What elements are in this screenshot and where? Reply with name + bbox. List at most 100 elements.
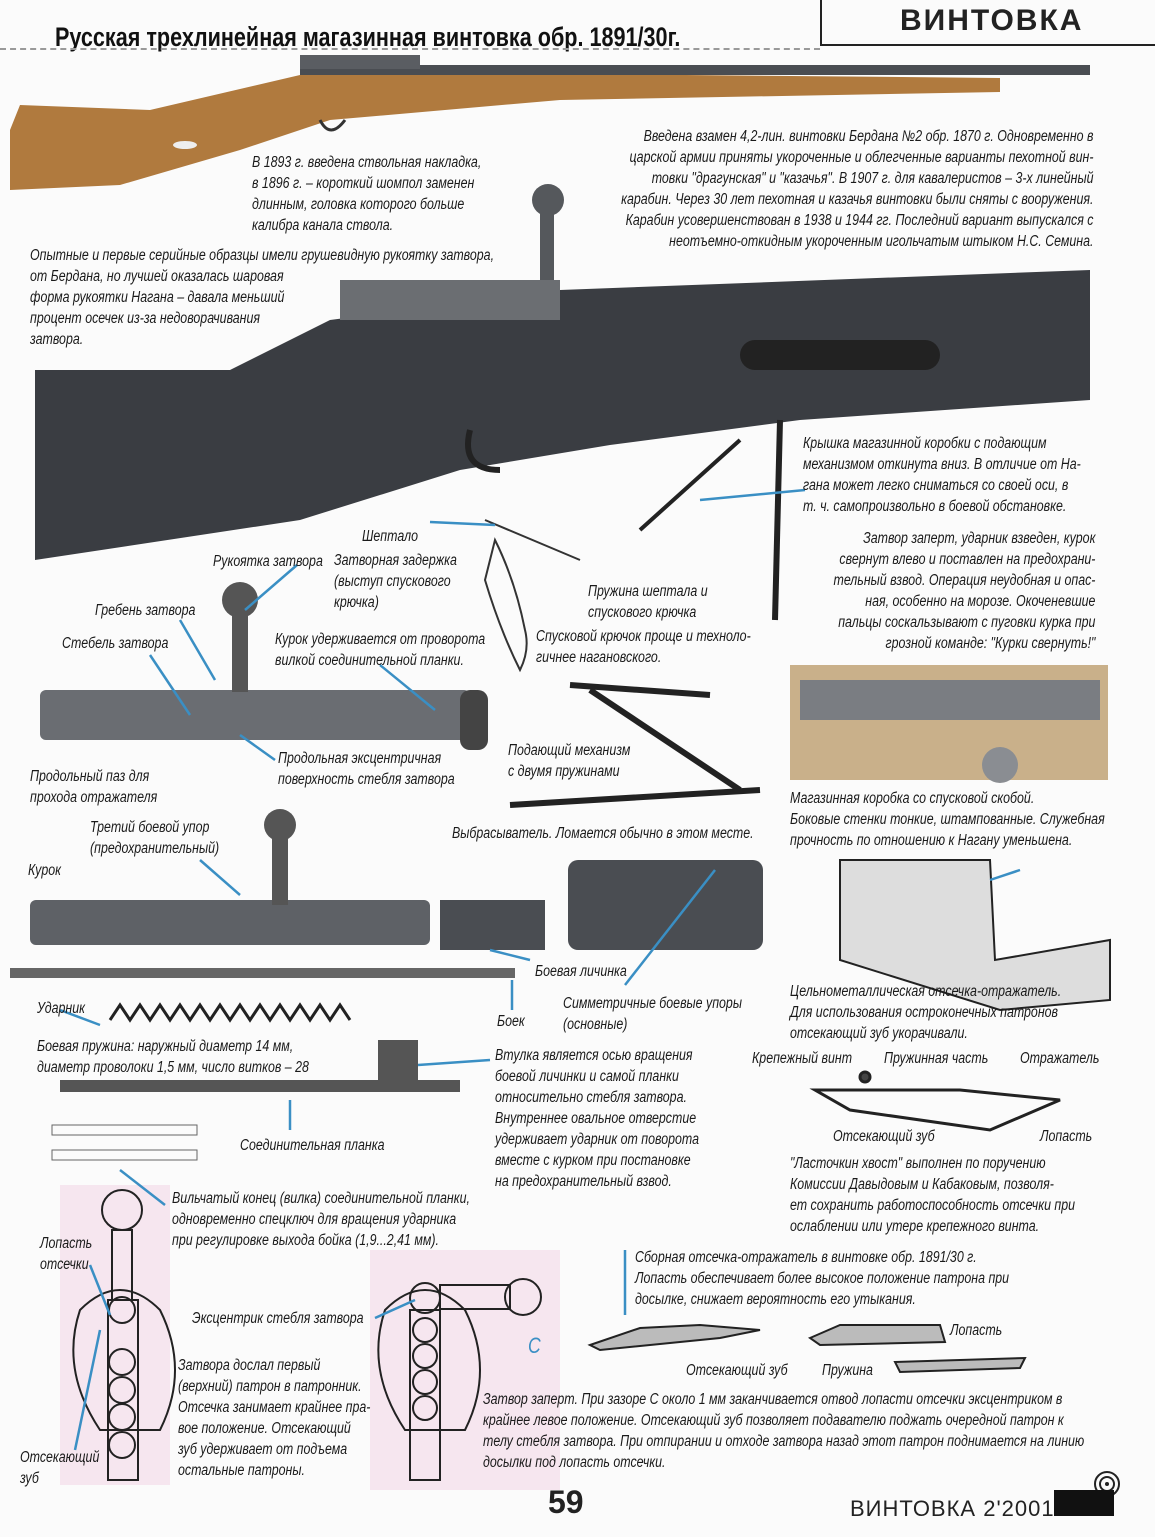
caption-line: (предохранительный): [90, 840, 220, 857]
caption-connecting-bar: Соединительная планка: [240, 1135, 384, 1156]
caption-line: при регулировке выхода бойка (1,9...2,41…: [172, 1232, 439, 1249]
caption-line: Спусковой крючок проще и техноло-: [536, 628, 751, 645]
caption-cocking-label: Курок: [28, 860, 61, 881]
ruzhye-logo: [1054, 1471, 1120, 1516]
caption-line: Соединительная планка: [240, 1137, 385, 1154]
caption-line: грозной команде: "Курки свернуть!": [885, 635, 1095, 652]
interrupter-image: [809, 1070, 1061, 1132]
caption-line: пальцы соскальзывают с пуговки курка при: [837, 614, 1095, 631]
caption-line: прохода отражателя: [30, 789, 158, 806]
caption-line: Отсечка занимает крайнее пра-: [178, 1399, 371, 1416]
caption-line: Пружина шептала и: [588, 583, 708, 600]
caption-line: Лопасть: [1040, 1128, 1093, 1145]
issue-label: ВИНТОВКА 2'2001: [850, 1496, 1055, 1521]
caption-line: Крышка магазинной коробки с подающим: [803, 435, 1047, 452]
caption-line: Боек: [497, 1013, 525, 1030]
caption-spring-part: Пружинная часть: [884, 1048, 988, 1069]
caption-line: Гребень затвора: [95, 602, 196, 619]
caption-line: карабин. Через 30 лет пехотная и казачья…: [620, 191, 1093, 208]
caption-line: Опытные и первые серийные образцы имели …: [30, 247, 495, 264]
caption-line: телу стебля затвора. При отпирании и отх…: [483, 1433, 1085, 1450]
diagram-bg-right: [370, 1250, 560, 1490]
caption-blade: Лопасть: [1040, 1126, 1092, 1147]
caption-line: Лопасть: [950, 1322, 1003, 1339]
caption-line: Цельнометаллическая отсечка-отражатель.: [790, 983, 1062, 1000]
caption-blade-2: Лопасть: [950, 1320, 1002, 1341]
rifle-side-view-image: [10, 55, 1090, 190]
caption-line: диаметр проволоки 1,5 мм, число витков –…: [37, 1059, 309, 1076]
caption-line: остальные патроны.: [178, 1462, 305, 1479]
caption-lugs: Симметричные боевые упоры(основные): [563, 993, 742, 1035]
caption-line: Продольная эксцентричная: [278, 750, 442, 767]
caption-line: досылке, снижает вероятность его утыкани…: [635, 1291, 916, 1308]
caption-line: Стебель затвора: [62, 635, 169, 652]
magazine-box-image: [839, 859, 1111, 1012]
caption-line: Отсекающий: [20, 1449, 100, 1466]
caption-line: Сборная отсечка-отражатель в винтовке об…: [635, 1249, 977, 1266]
caption-trigger: Спусковой крючок проще и техноло-гичнее …: [536, 626, 751, 668]
caption-spring-2: Пружина: [822, 1360, 873, 1381]
caption-line: длинным, головка которого больше: [252, 196, 465, 213]
pointer-arrows: [59, 488, 1021, 1451]
caption-line: относительно стебля затвора.: [495, 1089, 687, 1106]
caption-bolt-body: Стебель затвора: [62, 633, 168, 654]
caption-cut-tooth-3: Отсекающий зуб: [686, 1360, 788, 1381]
caption-eccentric: Эксцентрик стебля затвора: [192, 1308, 364, 1329]
caption-line: т. ч. самопроизвольно в боевой обстановк…: [803, 498, 1067, 515]
caption-line: гана может легко сниматься со своей оси,…: [803, 477, 1069, 494]
caption-line: (верхний) патрон в патронник.: [178, 1378, 362, 1395]
caption-line: на предохранительный взвод.: [495, 1173, 672, 1190]
page-number: 59: [548, 1484, 584, 1520]
caption-line: Курок удерживается от проворота: [275, 631, 486, 648]
caption-line: Рукоятка затвора: [213, 553, 323, 570]
caption-bolt-locked: Затвор заперт. При зазоре С около 1 мм з…: [483, 1389, 1084, 1473]
caption-line: крайнее левое положение. Отсекающий зуб …: [483, 1412, 1064, 1429]
caption-extractor: Выбрасыватель. Ломается обычно в этом ме…: [452, 823, 754, 844]
caption-assembled: Сборная отсечка-отражатель в винтовке об…: [635, 1247, 1009, 1310]
caption-line: зуб: [20, 1470, 39, 1487]
caption-line: от Бердана, но лучшей оказалась шаровая: [30, 268, 284, 285]
caption-line: Боевая пружина: наружный диаметр 14 мм,: [37, 1038, 294, 1055]
caption-line: Курок: [28, 862, 62, 879]
caption-line: в 1896 г. – короткий шомпол заменен: [252, 175, 475, 192]
receiver-closeup-image: [35, 184, 1090, 621]
caption-line: Лопасть: [40, 1235, 93, 1252]
caption-line: ет сохранить работоспособность отсечки п…: [790, 1197, 1076, 1214]
caption-line: поверхность стебля затвора: [278, 771, 455, 788]
caption-interrupter: Цельнометаллическая отсечка-отражатель.Д…: [790, 981, 1061, 1044]
caption-handle: Опытные и первые серийные образцы имели …: [30, 245, 494, 350]
caption-line: крючка): [334, 594, 379, 611]
caption-line: Отсекающий зуб: [686, 1362, 788, 1379]
caption-eccentric-surface: Продольная эксцентричная поверхность стеб…: [278, 748, 455, 790]
cross-section-2-image: [377, 1278, 542, 1481]
caption-line: Лопасть обеспечивает более высокое полож…: [635, 1270, 1010, 1287]
caption-third-lug: Третий боевой упор(предохранительный): [90, 817, 219, 859]
caption-line: Пружина: [822, 1362, 873, 1379]
interrupter-parts-image: [587, 1323, 1027, 1374]
caption-line: C: [528, 1333, 541, 1358]
caption-line: процент осечек из-за недоворачивания: [30, 310, 261, 327]
caption-line: Вильчатый конец (вилка) соединительной п…: [172, 1190, 470, 1207]
caption-line: неотъемно-откидным укороченным игольчаты…: [668, 233, 1093, 250]
caption-line: калибра канала ствола.: [252, 217, 394, 234]
caption-mainspring: Боевая пружина: наружный диаметр 14 мм, д…: [37, 1036, 309, 1078]
caption-line: товки "драгунская" и "казачья". В 1907 г…: [651, 170, 1093, 187]
caption-line: вместе с курком при постановке: [495, 1152, 691, 1169]
caption-bolt-head: Боевая личинка: [535, 961, 627, 982]
caption-line: царской армии приняты укороченные и обле…: [628, 149, 1093, 166]
caption-line: В 1893 г. введена ствольная накладка,: [252, 154, 482, 171]
caption-gap-c: C: [528, 1333, 541, 1358]
caption-cut-tooth: Отсекающий зуб: [833, 1126, 935, 1147]
trigger-sear-image: [483, 519, 581, 673]
caption-line: Карабин усовершенствован в 1938 и 1944 г…: [625, 212, 1093, 229]
title-divider: [0, 48, 820, 50]
caption-line: одновременно спецключ для вращения ударн…: [172, 1211, 457, 1228]
caption-screw: Крепежный винт: [752, 1048, 852, 1069]
caption-line: (основные): [563, 1016, 628, 1033]
